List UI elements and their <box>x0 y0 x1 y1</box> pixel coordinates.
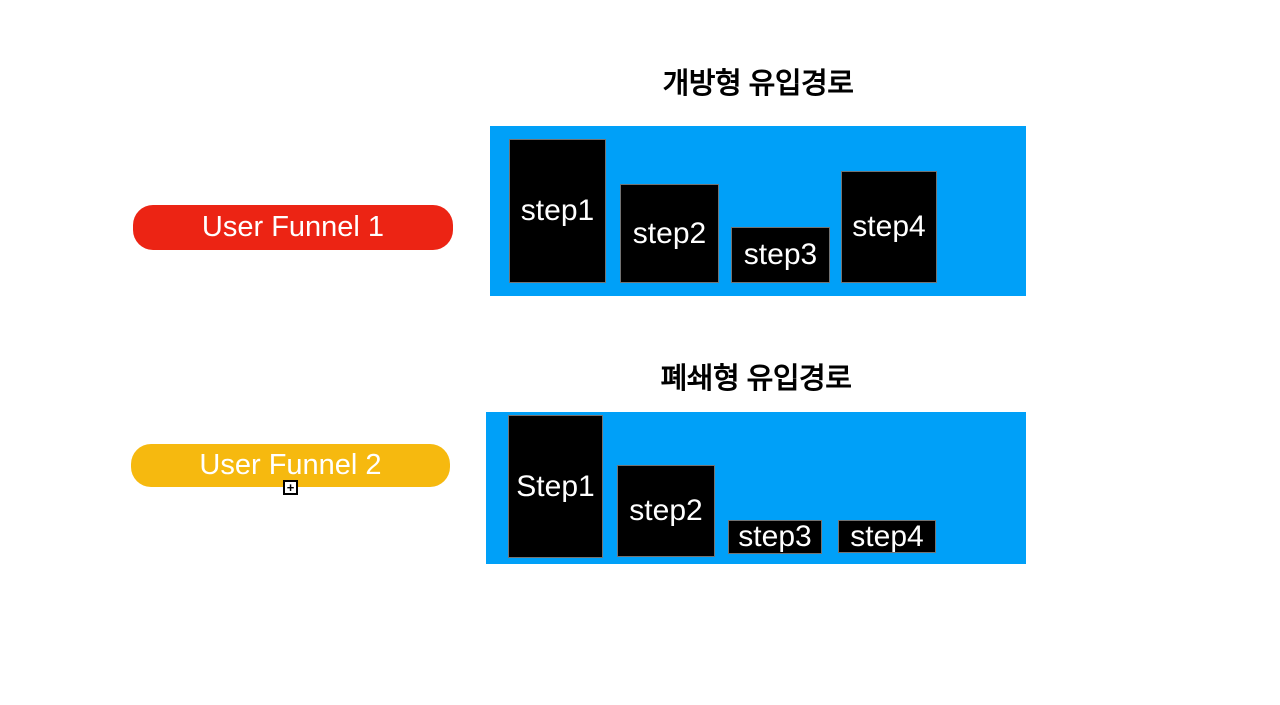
closed-funnel-step1-box[interactable]: Step1 <box>508 415 603 558</box>
closed-funnel-panel[interactable]: Step1 step2 step3 step4 <box>486 412 1026 564</box>
plus-insert-cursor-icon: + <box>283 480 298 495</box>
section-title-open-funnel: 개방형 유입경로 <box>662 68 854 100</box>
closed-funnel-step4-box[interactable]: step4 <box>838 520 936 553</box>
open-funnel-step1-box[interactable]: step1 <box>509 139 606 283</box>
user-funnel-2-pill[interactable]: User Funnel 2 <box>131 444 450 487</box>
closed-funnel-step3-box[interactable]: step3 <box>728 520 822 554</box>
closed-funnel-step2-box[interactable]: step2 <box>617 465 715 557</box>
open-funnel-step2-box[interactable]: step2 <box>620 184 719 283</box>
open-funnel-panel[interactable]: step1 step2 step3 step4 <box>490 126 1026 296</box>
open-funnel-step4-box[interactable]: step4 <box>841 171 937 283</box>
section-title-closed-funnel: 폐쇄형 유입경로 <box>660 363 852 395</box>
user-funnel-1-pill[interactable]: User Funnel 1 <box>133 205 453 250</box>
open-funnel-step3-box[interactable]: step3 <box>731 227 830 283</box>
